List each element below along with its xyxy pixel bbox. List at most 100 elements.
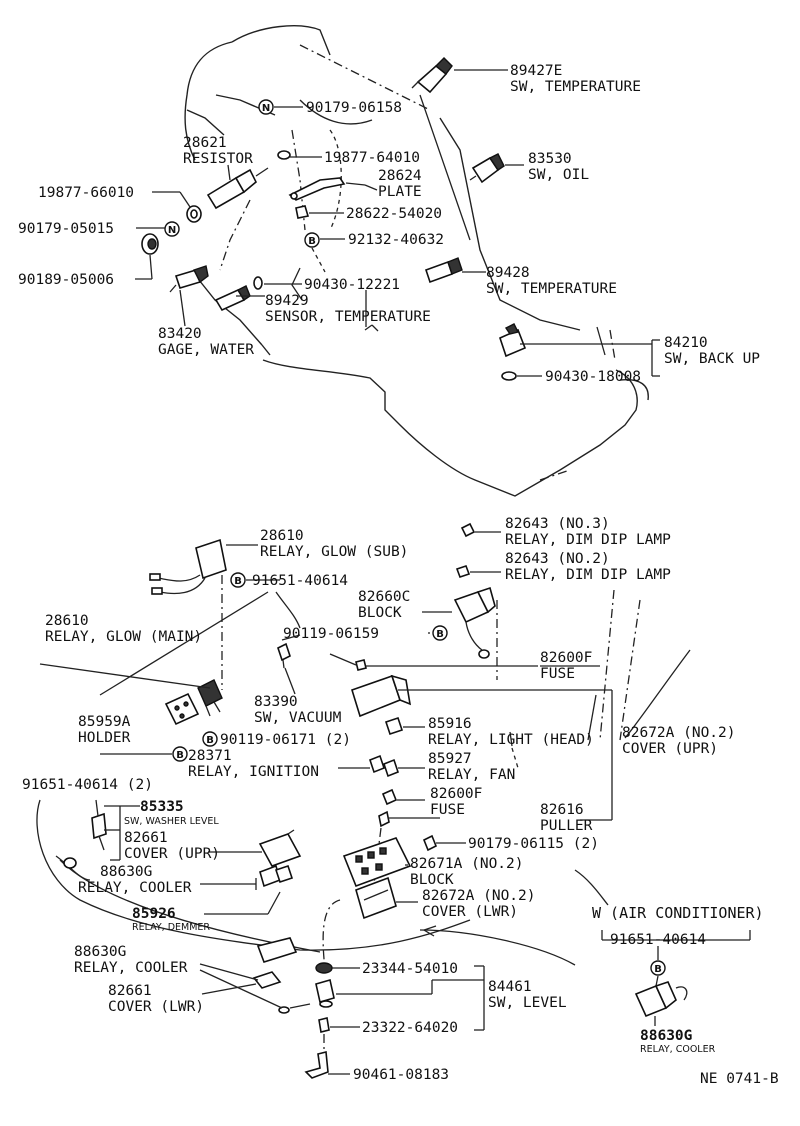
water-gage-83420	[169, 265, 209, 293]
label-88630g-b-name: RELAY, COOLER	[640, 1044, 716, 1055]
temperature-sensor-89429	[214, 285, 251, 312]
label-88630g-c-name: RELAY, COOLER	[74, 960, 188, 976]
temperature-switch-89427e	[411, 57, 453, 94]
label-28371-no: 28371	[188, 748, 232, 764]
label-82661-lwr-name: COVER (LWR)	[108, 999, 204, 1015]
headlight-relay-85916	[384, 716, 404, 736]
bracket-90461-08183	[304, 1050, 329, 1079]
grommet-23344-54010	[315, 962, 333, 974]
label-84461-name: SW, LEVEL	[488, 995, 567, 1011]
label-89428-no: 89428	[486, 265, 530, 281]
label-82643-no2-no: 82643 (NO.2)	[505, 551, 610, 567]
label-88630g-c-no: 88630G	[74, 944, 126, 960]
svg-text:B: B	[234, 576, 242, 587]
svg-text:B: B	[436, 629, 444, 640]
label-85959a-no: 85959A	[78, 714, 131, 730]
label-82600f-b-name: FUSE	[430, 802, 465, 818]
oil-switch-83530	[469, 153, 505, 184]
glow-relay-sub-28610	[149, 538, 227, 595]
label-83420-no: 83420	[158, 326, 202, 342]
bolt-28622-54020	[295, 205, 310, 219]
label-83530-no: 83530	[528, 151, 572, 167]
label-85927-no: 85927	[428, 751, 472, 767]
nut-n-badge-top: N	[258, 99, 274, 115]
nut-90179-06115	[422, 834, 438, 852]
puller-82616	[378, 810, 390, 828]
label-82661-lwr-no: 82661	[108, 983, 152, 999]
svg-text:N: N	[168, 225, 176, 236]
label-84210-name: SW, BACK UP	[664, 351, 760, 367]
label-w-91651-40614: 91651-40614	[610, 932, 706, 948]
label-89428-name: SW, TEMPERATURE	[486, 281, 617, 297]
label-89429-name: SENSOR, TEMPERATURE	[265, 309, 431, 325]
label-82616-name: PULLER	[540, 818, 593, 834]
label-82660c-name: BLOCK	[358, 605, 402, 621]
svg-text:B: B	[308, 236, 316, 247]
ignition-relay-28371	[369, 754, 385, 774]
holder-85959a	[164, 692, 200, 726]
label-82672a-lwr-name: COVER (LWR)	[422, 904, 518, 920]
label-82661-upr-no: 82661	[124, 830, 168, 846]
label-85916-name: RELAY, LIGHT (HEAD)	[428, 732, 594, 748]
label-90119-06171: 90119-06171 (2)	[220, 732, 351, 748]
label-28621-name: RESISTOR	[183, 151, 253, 167]
label-84210-no: 84210	[664, 335, 708, 351]
dim-dip-relay-82643-no3	[460, 522, 476, 538]
cap-90189-05006	[141, 233, 159, 255]
cooler-relay-88630g-b	[634, 981, 688, 1018]
cover-lower-82672a	[355, 876, 397, 920]
block-82671a	[342, 837, 412, 888]
label-28621-no: 28621	[183, 135, 227, 151]
label-85927-name: RELAY, FAN	[428, 767, 515, 783]
backup-switch-84210	[499, 323, 527, 358]
label-90189-05006: 90189-05006	[18, 272, 114, 288]
label-82600f-a-name: FUSE	[540, 666, 575, 682]
label-83420-name: GAGE, WATER	[158, 342, 254, 358]
svg-text:B: B	[654, 964, 662, 975]
engine-outline	[184, 25, 649, 497]
bolt-23322-64020	[318, 1017, 330, 1033]
label-90461-08183: 90461-08183	[353, 1067, 449, 1083]
label-85959a-name: HOLDER	[78, 730, 131, 746]
temperature-switch-89428	[424, 257, 463, 284]
bolt-b-badge-28371: B	[172, 746, 188, 762]
label-82672a-lwr-no: 82672A (NO.2)	[422, 888, 536, 904]
label-28624-name: PLATE	[378, 184, 422, 200]
label-85335-no: 85335	[140, 799, 184, 815]
label-82661-upr-name: COVER (UPR)	[124, 846, 220, 862]
bolt-b-badge-91651: B	[230, 572, 246, 588]
resistor-28621	[206, 167, 269, 210]
svg-text:B: B	[206, 735, 214, 746]
label-82600f-b-no: 82600F	[430, 786, 482, 802]
glow-relay-main-28610	[197, 679, 223, 717]
label-28610-sub-no: 28610	[260, 528, 304, 544]
label-28610-main-no: 28610	[45, 613, 89, 629]
plate-28624	[288, 177, 346, 201]
label-90179-06158: 90179-06158	[306, 100, 402, 116]
label-82600f-a-no: 82600F	[540, 650, 592, 666]
gasket-90430-18008	[501, 371, 517, 381]
nut-n-badge-left: N	[164, 221, 180, 237]
label-88630g-a-no: 88630G	[100, 864, 152, 880]
label-92132-40632: 92132-40632	[348, 232, 444, 248]
label-89429-no: 89429	[265, 293, 309, 309]
label-90179-05015: 90179-05015	[18, 221, 114, 237]
svg-text:N: N	[262, 103, 270, 114]
label-83390-no: 83390	[254, 694, 298, 710]
washer-19877-64010	[277, 150, 291, 160]
fuse-82600f-b	[381, 788, 398, 806]
label-82671a-no: 82671A (NO.2)	[410, 856, 524, 872]
label-19877-64010: 19877-64010	[324, 150, 420, 166]
label-89427e-no: 89427E	[510, 63, 562, 79]
label-85926-no: 85926	[132, 906, 176, 922]
label-89427e-name: SW, TEMPERATURE	[510, 79, 641, 95]
fan-relay-85927	[383, 758, 399, 778]
cover-lower-82661	[252, 971, 282, 989]
label-85916-no: 85916	[428, 716, 472, 732]
label-82672a-upr-name: COVER (UPR)	[622, 741, 718, 757]
cover-upper-82672a	[351, 674, 412, 718]
label-90119-06159: 90119-06159	[283, 626, 379, 642]
label-88630g-b-no: 88630G	[640, 1028, 692, 1044]
bolt-b-badge-w: B	[650, 960, 666, 976]
